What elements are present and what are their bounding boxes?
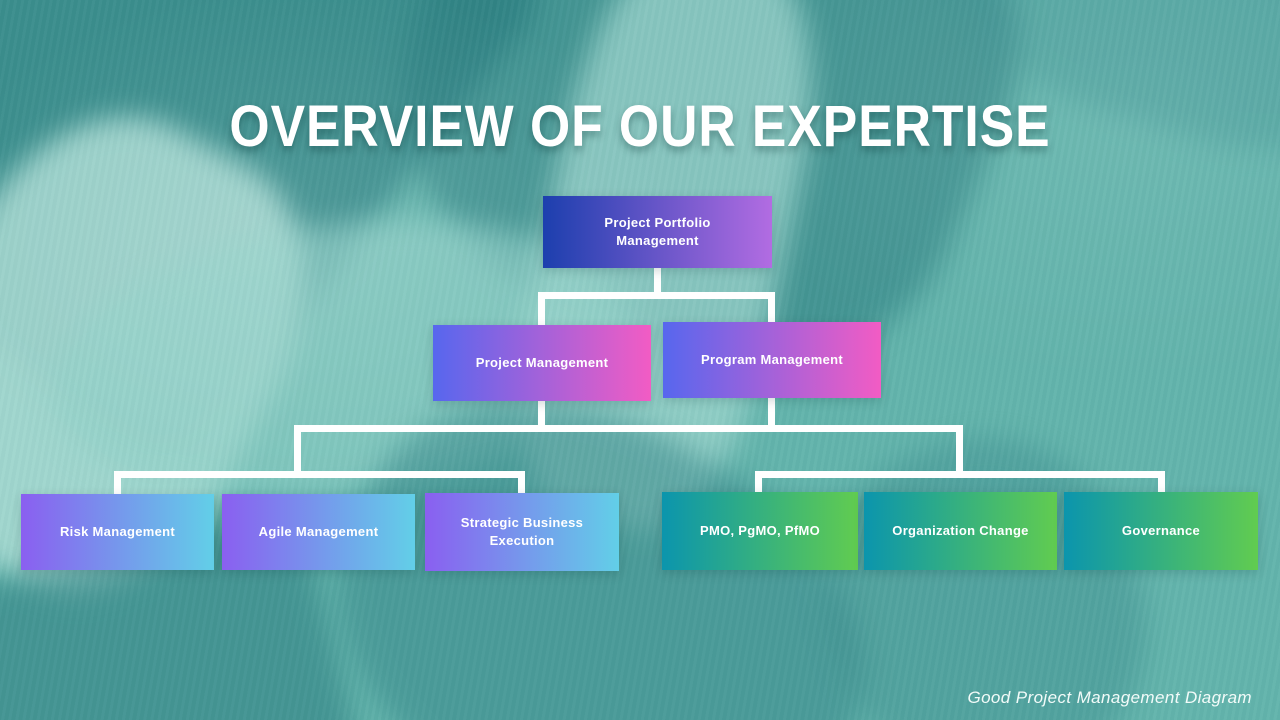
connector-main-bus — [294, 425, 963, 432]
connector-left-sub-rail — [114, 471, 525, 478]
org-node-label: Governance — [1121, 523, 1201, 539]
org-node-label: Agile Management — [258, 524, 379, 540]
connector-bus-right-drop — [956, 425, 963, 478]
connector-pmo-drop — [755, 471, 762, 494]
org-node-pmo-pgmo-pfmo: PMO, PgMO, PfMO — [662, 492, 858, 570]
connector-project-mgmt-down — [538, 401, 545, 430]
connector-program-mgmt-down — [768, 398, 775, 430]
org-node-strategic-business-execution: Strategic Business Execution — [425, 493, 619, 571]
connector-root-down — [654, 268, 661, 299]
org-node-program-management: Program Management — [663, 322, 881, 398]
org-node-label: Risk Management — [59, 524, 176, 540]
slide-title: OVERVIEW OF OUR EXPERTISE — [229, 93, 1051, 159]
org-node-project-management: Project Management — [433, 325, 651, 401]
org-node-label: Project Portfolio Management — [604, 215, 711, 248]
org-node-label: PMO, PgMO, PfMO — [699, 523, 821, 539]
org-node-label: Strategic Business Execution — [460, 515, 584, 548]
connector-governance-drop — [1158, 471, 1165, 494]
org-node-label: Program Management — [701, 352, 843, 368]
org-node-governance: Governance — [1064, 492, 1258, 570]
connector-to-program-mgmt — [768, 292, 775, 325]
org-node-label: Organization Change — [892, 523, 1029, 539]
org-node-agile-management: Agile Management — [222, 494, 415, 570]
footer-caption: Good Project Management Diagram — [967, 688, 1252, 707]
connector-level2-rail — [538, 292, 775, 299]
connector-to-project-mgmt — [538, 292, 545, 328]
connector-risk-drop — [114, 471, 121, 496]
connector-strategic-drop — [518, 471, 525, 495]
org-node-label: Project Management — [475, 355, 609, 371]
org-node-project-portfolio-management: Project Portfolio Management — [543, 196, 772, 268]
connector-bus-left-drop — [294, 425, 301, 478]
org-node-risk-management: Risk Management — [21, 494, 214, 570]
connector-right-sub-rail — [755, 471, 1165, 478]
org-node-organization-change: Organization Change — [864, 492, 1057, 570]
